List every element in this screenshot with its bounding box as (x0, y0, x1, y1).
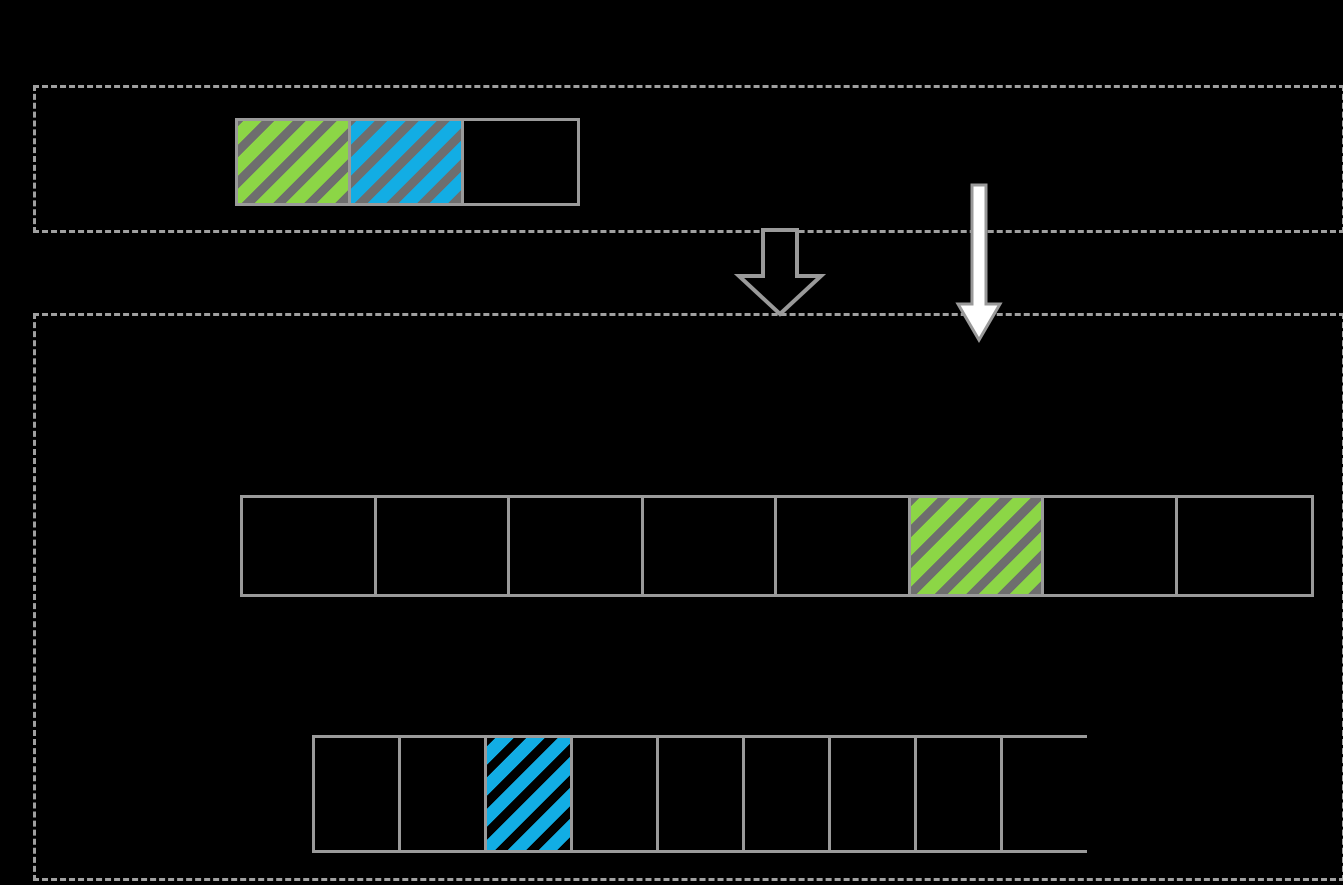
bottom-cell-5[interactable] (745, 738, 831, 850)
bottom-cell-3[interactable] (573, 738, 659, 850)
source-cell-0-green[interactable] (238, 121, 351, 203)
bottom-cell-7[interactable] (917, 738, 1003, 850)
bottom-cell-6[interactable] (831, 738, 917, 850)
middle-cell-3[interactable] (643, 498, 777, 594)
white-down-arrow-shape (955, 183, 1003, 343)
source-row (235, 118, 580, 206)
middle-cell-7[interactable] (1177, 498, 1311, 594)
middle-cell-6[interactable] (1044, 498, 1178, 594)
middle-row (240, 495, 1314, 597)
bottom-cell-4[interactable] (659, 738, 745, 850)
middle-cell-5-green[interactable] (910, 498, 1044, 594)
hollow-down-arrow-shape (733, 228, 827, 317)
source-cell-1-blue[interactable] (351, 121, 464, 203)
bottom-cell-1[interactable] (401, 738, 487, 850)
white-down-arrow (955, 183, 1003, 343)
bottom-cell-8[interactable] (1003, 738, 1089, 850)
source-cell-2-empty[interactable] (464, 121, 577, 203)
hollow-down-arrow (733, 228, 827, 317)
bottom-cell-0[interactable] (315, 738, 401, 850)
middle-cell-2[interactable] (510, 498, 644, 594)
middle-cell-0[interactable] (243, 498, 377, 594)
middle-cell-1[interactable] (376, 498, 510, 594)
bottom-row (312, 735, 1089, 853)
bottom-cell-2-blue[interactable] (487, 738, 573, 850)
upper-region-panel (33, 85, 1343, 233)
middle-cell-4[interactable] (777, 498, 911, 594)
